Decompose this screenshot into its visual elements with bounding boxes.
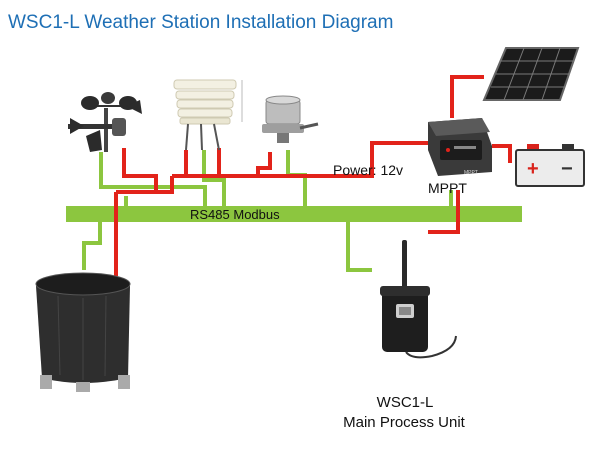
mppt-label: MPPT: [428, 180, 467, 196]
radiation-shield-icon: [173, 79, 243, 151]
light-sensor-icon: [262, 95, 319, 143]
battery-plus-sign: +: [527, 158, 539, 180]
rain-gauge-icon: [35, 272, 131, 392]
solar-panel-icon: [482, 47, 580, 101]
rs485-bus: [66, 206, 522, 222]
mppt-controller-icon: MPPT: [428, 118, 492, 176]
power-wires: [114, 75, 512, 276]
battery-icon: + −: [515, 144, 585, 187]
diagram-title: WSC1-L Weather Station Installation Diag…: [8, 12, 393, 33]
battery-minus-sign: −: [561, 158, 573, 180]
mppt-device-text: MPPT: [464, 170, 478, 176]
power-label: Power: 12v: [333, 162, 403, 178]
bus-label: RS485 Modbus: [190, 207, 280, 222]
main-unit-icon: [380, 240, 457, 359]
main-unit-description-label: Main Process Unit: [343, 414, 466, 431]
main-unit-name-label: WSC1-L: [377, 394, 434, 411]
anemometer-icon: [68, 92, 142, 152]
